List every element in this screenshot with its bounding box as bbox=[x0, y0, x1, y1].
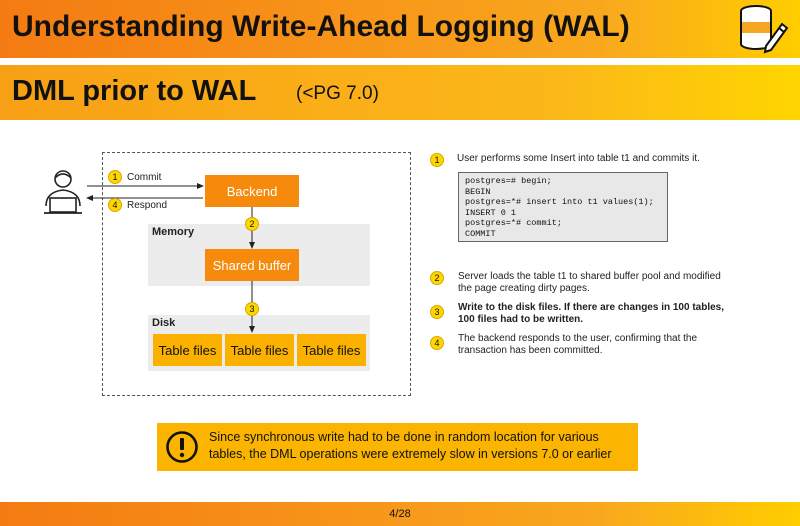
note-3-text: Write to the disk files. If there are ch… bbox=[458, 302, 725, 325]
step-4-badge: 4 bbox=[108, 198, 122, 212]
backend-box: Backend bbox=[205, 175, 299, 207]
subtitle-bar: DML prior to WAL (<PG 7.0) bbox=[0, 65, 800, 120]
step-3-badge: 3 bbox=[245, 302, 259, 316]
table-files-box-1: Table files bbox=[153, 334, 222, 366]
note-2-text: Server loads the table t1 to shared buff… bbox=[458, 271, 721, 294]
code-line: BEGIN bbox=[465, 186, 491, 197]
exclamation-circle-icon bbox=[166, 431, 198, 463]
note-1-text: User performs some Insert into table t1 … bbox=[457, 153, 700, 164]
shared-buffer-box: Shared buffer bbox=[205, 249, 299, 281]
commit-respond-arrows bbox=[86, 183, 204, 201]
step-2-badge: 2 bbox=[245, 217, 259, 231]
note-3-badge: 3 bbox=[430, 305, 444, 319]
warning-text: Since synchronous write had to be done i… bbox=[209, 430, 612, 461]
note-4-badge: 4 bbox=[430, 336, 444, 350]
code-line: postgres=# begin; bbox=[465, 176, 552, 186]
warning-banner: Since synchronous write had to be done i… bbox=[157, 423, 638, 471]
commit-label: Commit bbox=[127, 172, 162, 183]
section-title: DML prior to WAL bbox=[12, 75, 257, 107]
table-files-box-2: Table files bbox=[225, 334, 294, 366]
sql-code-block: postgres=# begin; BEGIN postgres=*# inse… bbox=[458, 172, 668, 242]
user-at-laptop-icon bbox=[44, 170, 82, 214]
title-bar: Understanding Write-Ahead Logging (WAL) bbox=[0, 0, 800, 58]
section-subtitle: (<PG 7.0) bbox=[296, 83, 379, 104]
page-number: 4/28 bbox=[389, 508, 411, 520]
note-4-text: The backend responds to the user, confir… bbox=[458, 333, 698, 356]
slide-title: Understanding Write-Ahead Logging (WAL) bbox=[12, 10, 630, 43]
code-line: postgres=*# commit; bbox=[465, 218, 562, 228]
code-line: INSERT 0 1 bbox=[465, 207, 517, 218]
server-boundary bbox=[102, 152, 411, 396]
note-1-badge: 1 bbox=[430, 153, 444, 167]
memory-label: Memory bbox=[152, 226, 195, 238]
respond-label: Respond bbox=[127, 200, 168, 211]
disk-label: Disk bbox=[152, 317, 176, 329]
step-1-badge: 1 bbox=[108, 170, 122, 184]
note-2-badge: 2 bbox=[430, 271, 444, 285]
code-line: COMMIT bbox=[465, 228, 496, 239]
code-line: postgres=*# insert into t1 values(1); bbox=[465, 197, 654, 207]
footer-bar: 4/28 bbox=[0, 502, 800, 526]
table-files-box-3: Table files bbox=[297, 334, 366, 366]
database-edit-icon bbox=[740, 5, 789, 54]
